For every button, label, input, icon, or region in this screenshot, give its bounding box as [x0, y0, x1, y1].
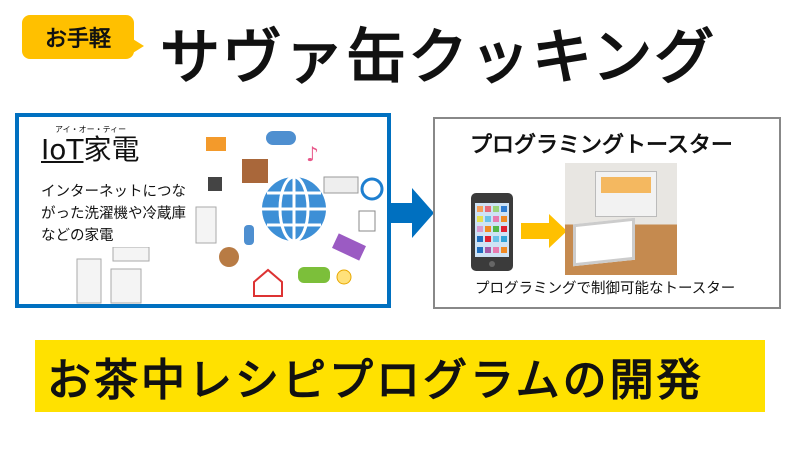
page-title: サヴァ缶クッキング: [160, 23, 717, 93]
house-icon: [253, 268, 283, 297]
toaster-photo: [565, 163, 677, 275]
lightbulb-icon: [336, 269, 352, 285]
toaster-title: プログラミングトースター: [470, 133, 733, 158]
music-icon: ♪: [306, 142, 319, 166]
toaster-caption: プログラミングで制御可能なトースター: [475, 281, 736, 297]
toaster-oven: [595, 171, 657, 217]
iot-title-kanji: 家電: [83, 133, 140, 166]
gamepad-icon: [266, 131, 296, 145]
globe-icon: [262, 175, 326, 243]
right-arrow-icon: [390, 188, 434, 238]
fridge-icon: [195, 206, 217, 244]
cart-icon: [206, 137, 226, 151]
smartphone-icon: [471, 193, 513, 271]
badge-pointer: [128, 36, 144, 56]
clock-icon: [360, 177, 384, 201]
car-icon: [298, 267, 330, 283]
iot-title: IoT家電: [41, 133, 140, 167]
banner-text: お茶中レシピプログラムの開発: [47, 355, 704, 406]
phone-icon: [244, 225, 254, 245]
yellow-arrow-icon: [521, 214, 567, 248]
document-icon: [358, 210, 376, 232]
keyboard-icon: [332, 233, 366, 261]
badge-label: お手軽: [44, 27, 111, 52]
iot-appliance-panel: アイ・オー・ティー IoT家電 インターネットにつながった洗濯機や冷蔵庫などの家…: [15, 113, 391, 308]
easy-badge: お手軽: [22, 15, 134, 59]
programming-toaster-panel: プログラミングトースター プログラミングで制御可能なトースター: [433, 117, 781, 309]
tablet-screen: [573, 217, 635, 267]
iot-devices-illustration: ♪: [195, 131, 384, 297]
suitcase-icon: [242, 159, 268, 183]
iot-title-latin: IoT: [41, 133, 84, 166]
dog-icon: [219, 247, 239, 267]
appliances-illustration: [76, 247, 150, 304]
plug-icon: [208, 177, 222, 191]
development-banner: お茶中レシピプログラムの開発: [35, 340, 765, 412]
iot-ruby: アイ・オー・ティー: [55, 125, 127, 134]
iot-description: インターネットにつながった洗濯機や冷蔵庫などの家電: [41, 184, 186, 244]
aircon-icon: [323, 176, 359, 194]
